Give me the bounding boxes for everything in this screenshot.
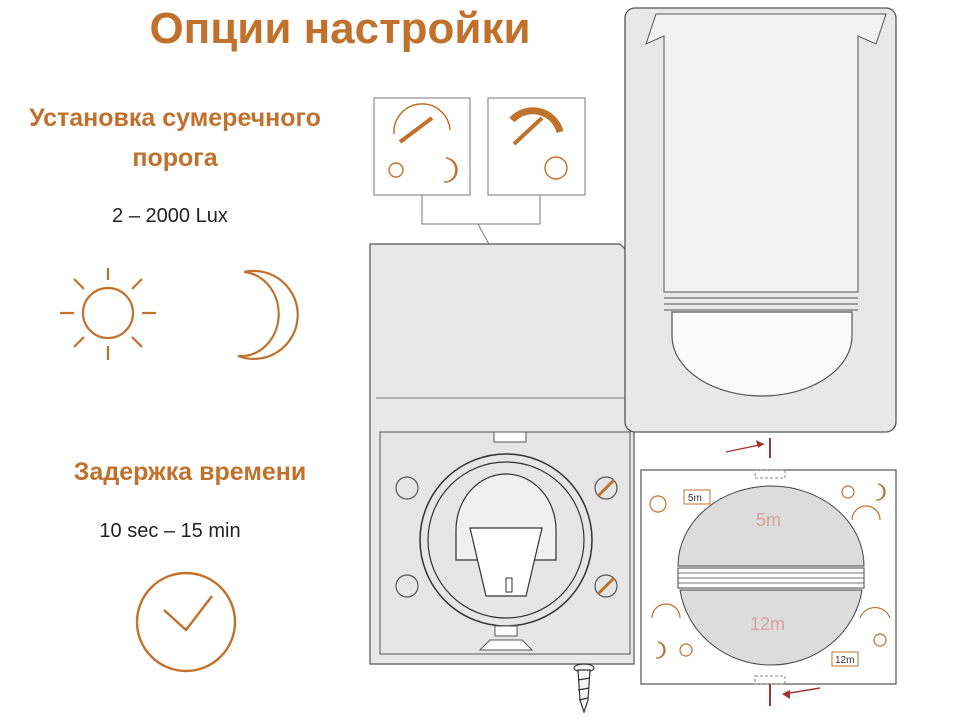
page-title: Опции настройки	[149, 4, 531, 53]
sensor-cover	[624, 7, 897, 433]
lens-badge-5m: 5m	[688, 493, 702, 504]
delay-range: 10 sec – 15 min	[99, 520, 241, 542]
detail-box-delay	[487, 97, 586, 196]
screw-icon	[573, 663, 595, 714]
lens-label-12m: 12m	[750, 614, 785, 634]
lens-badge-12m: 12m	[835, 655, 854, 666]
moon-icon	[237, 269, 299, 361]
sun-icon	[60, 268, 156, 360]
detail-box-twilight	[373, 97, 471, 196]
lens-panel	[640, 469, 897, 685]
lens-label-5m: 5m	[756, 510, 781, 530]
twilight-heading-line1: Установка сумеречного	[29, 104, 321, 132]
sensor-body	[369, 243, 635, 665]
clock-icon	[135, 571, 237, 673]
delay-heading: Задержка времени	[73, 458, 307, 486]
twilight-range: 2 – 2000 Lux	[112, 205, 228, 227]
twilight-heading-line2: порога	[132, 144, 218, 172]
twilight-heading: Установка сумеречного порога	[10, 98, 340, 178]
